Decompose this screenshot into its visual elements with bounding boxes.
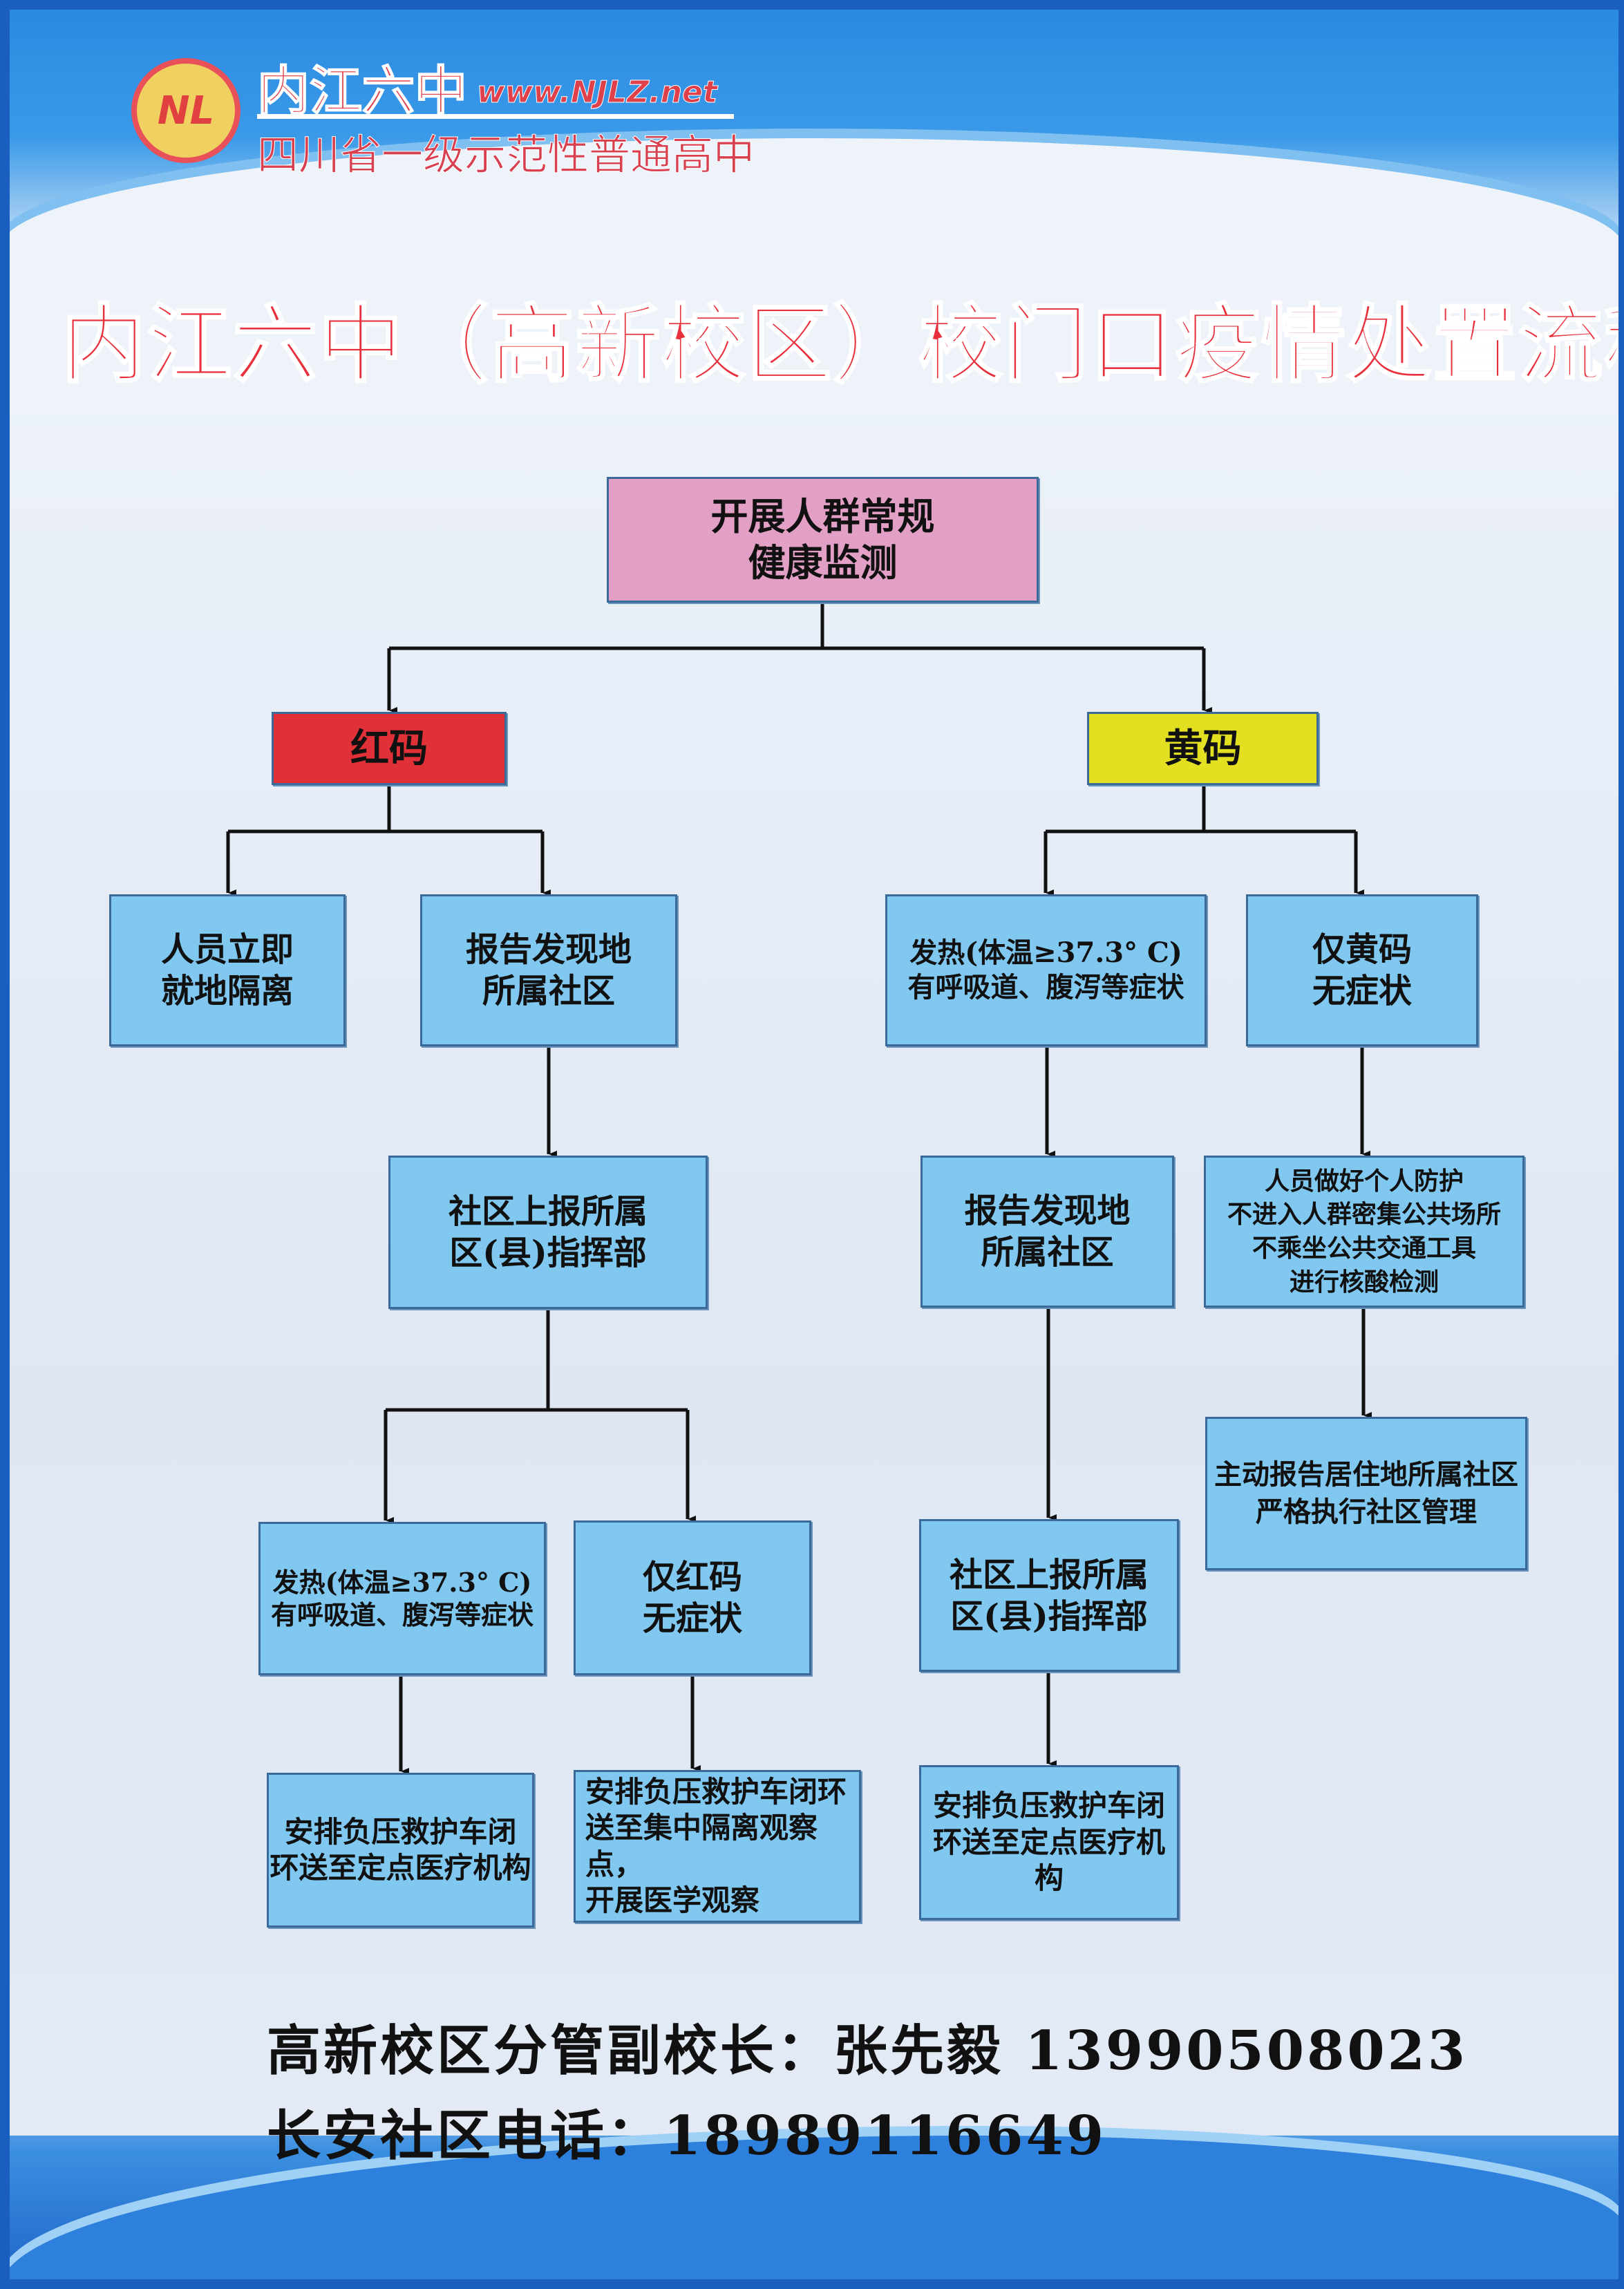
page-title: 内江六中（高新校区）校门口疫情处置流程 (61, 295, 1624, 395)
red-community-report-box: 社区上报所属 区(县)指挥部 (388, 1156, 708, 1309)
school-name: 内江六中 (256, 59, 468, 122)
red-only-code-action-box: 安排负压救护车闭环 送至集中隔离观察点， 开展医学观察 (574, 1770, 861, 1923)
community-phone: 长安社区电话：18989116649 (267, 2104, 1106, 2167)
red-isolate-box: 人员立即 就地隔离 (109, 894, 346, 1046)
school-slogan: 四川省一级示范性普通高中 (257, 131, 755, 180)
principal-contact: 高新校区分管副校长：张先毅 13990508023 (267, 2019, 1469, 2082)
yellow-code-box: 黄码 (1087, 712, 1319, 785)
yellow-self-report-box: 主动报告居住地所属社区 严格执行社区管理 (1205, 1417, 1527, 1570)
yellow-only-code-box: 仅黄码 无症状 (1246, 894, 1478, 1046)
header-divider (257, 114, 734, 119)
yellow-fever-action-box: 安排负压救护车闭 环送至定点医疗机构 (919, 1765, 1179, 1920)
school-website: www.NJLZ.net (477, 75, 718, 111)
start-health-monitoring-box: 开展人群常规 健康监测 (607, 477, 1039, 603)
yellow-protection-box: 人员做好个人防护 不进入人群密集公共场所 不乘坐公共交通工具 进行核酸检测 (1204, 1156, 1524, 1308)
red-report-community-box: 报告发现地 所属社区 (420, 894, 677, 1046)
top-wave-decoration (0, 138, 1624, 415)
school-logo: NL (131, 58, 240, 163)
red-code-box: 红码 (272, 712, 507, 785)
yellow-fever-box: 发热(体温≥37.3° C) 有呼吸道、腹泻等症状 (885, 894, 1207, 1046)
logo-text: NL (157, 88, 215, 133)
red-fever-action-box: 安排负压救护车闭 环送至定点医疗机构 (267, 1773, 534, 1928)
red-fever-box: 发热(体温≥37.3° C) 有呼吸道、腹泻等症状 (258, 1522, 546, 1675)
yellow-community-report-box: 社区上报所属 区(县)指挥部 (919, 1519, 1179, 1672)
yellow-report-community-box: 报告发现地 所属社区 (920, 1156, 1174, 1308)
red-only-code-box: 仅红码 无症状 (574, 1520, 811, 1675)
